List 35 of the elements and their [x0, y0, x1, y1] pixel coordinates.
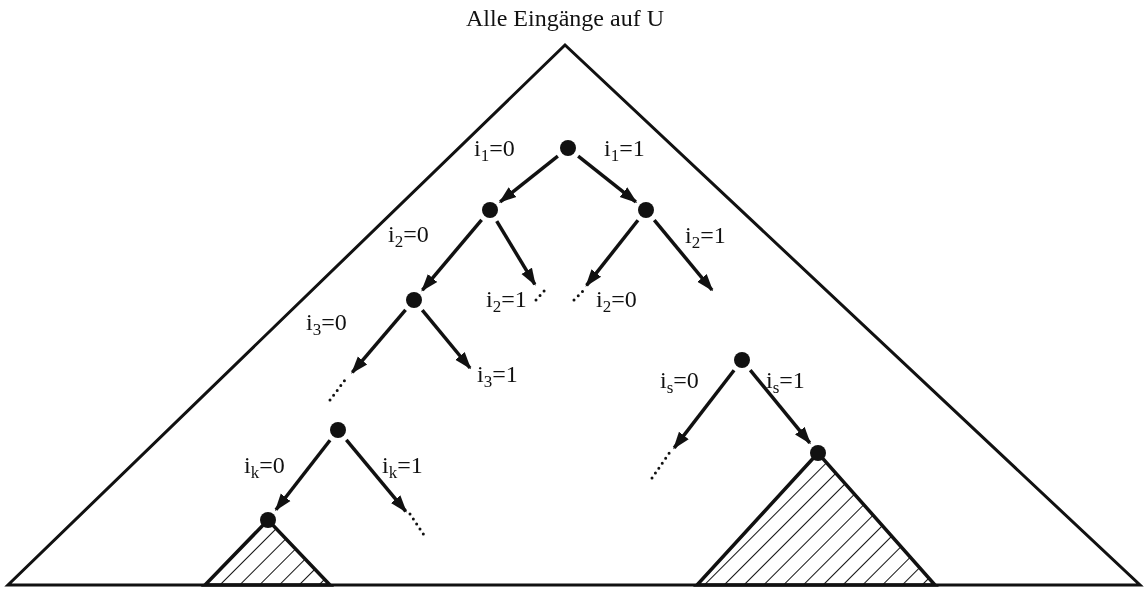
- edge-label: i$_{3}$=1: [477, 362, 518, 390]
- branch-arrow: [421, 218, 483, 292]
- edge-label: i$_{1}$=1: [604, 136, 645, 164]
- branch-arrow: [585, 219, 640, 287]
- branch-arrow: [652, 218, 714, 292]
- edge-label: i$_{s}$=0: [660, 368, 699, 396]
- tree-node-dot: [330, 422, 346, 438]
- branch-arrow: [748, 368, 812, 445]
- tree-node-dot: [734, 352, 750, 368]
- branch-arrow: [577, 154, 638, 204]
- edge-label: i$_{3}$=0: [306, 310, 347, 338]
- edge-label: i$_{2}$=0: [596, 287, 637, 315]
- diagram-heading: Alle Eingänge auf U: [466, 5, 664, 31]
- edge-label: i$_{2}$=0: [388, 222, 429, 250]
- edge-label: i$_{1}$=0: [474, 136, 515, 164]
- tree-node-dot: [260, 512, 276, 528]
- branch-arrow: [495, 220, 537, 286]
- tree-node-dot: [482, 202, 498, 218]
- tree-node-dot: [810, 445, 826, 461]
- branch-arrow: [344, 438, 408, 513]
- edge-label: i$_{2}$=1: [685, 223, 726, 251]
- ellipsis-dots: [571, 287, 587, 303]
- edge-label: i$_{k}$=1: [382, 453, 423, 481]
- edge-label: i$_{k}$=0: [244, 453, 285, 481]
- edge-label: i$_{s}$=1: [766, 368, 805, 396]
- edge-label: i$_{2}$=1: [486, 287, 527, 315]
- branch-arrow: [350, 308, 407, 374]
- ellipsis-dots: [649, 449, 673, 481]
- branch-arrow: [672, 369, 736, 450]
- branch-arrow: [420, 308, 472, 370]
- tree-node-dot: [560, 140, 576, 156]
- tree-node-dot: [406, 292, 422, 308]
- branch-arrow: [274, 439, 332, 512]
- branch-arrow: [498, 154, 559, 204]
- tree-node-dot: [638, 202, 654, 218]
